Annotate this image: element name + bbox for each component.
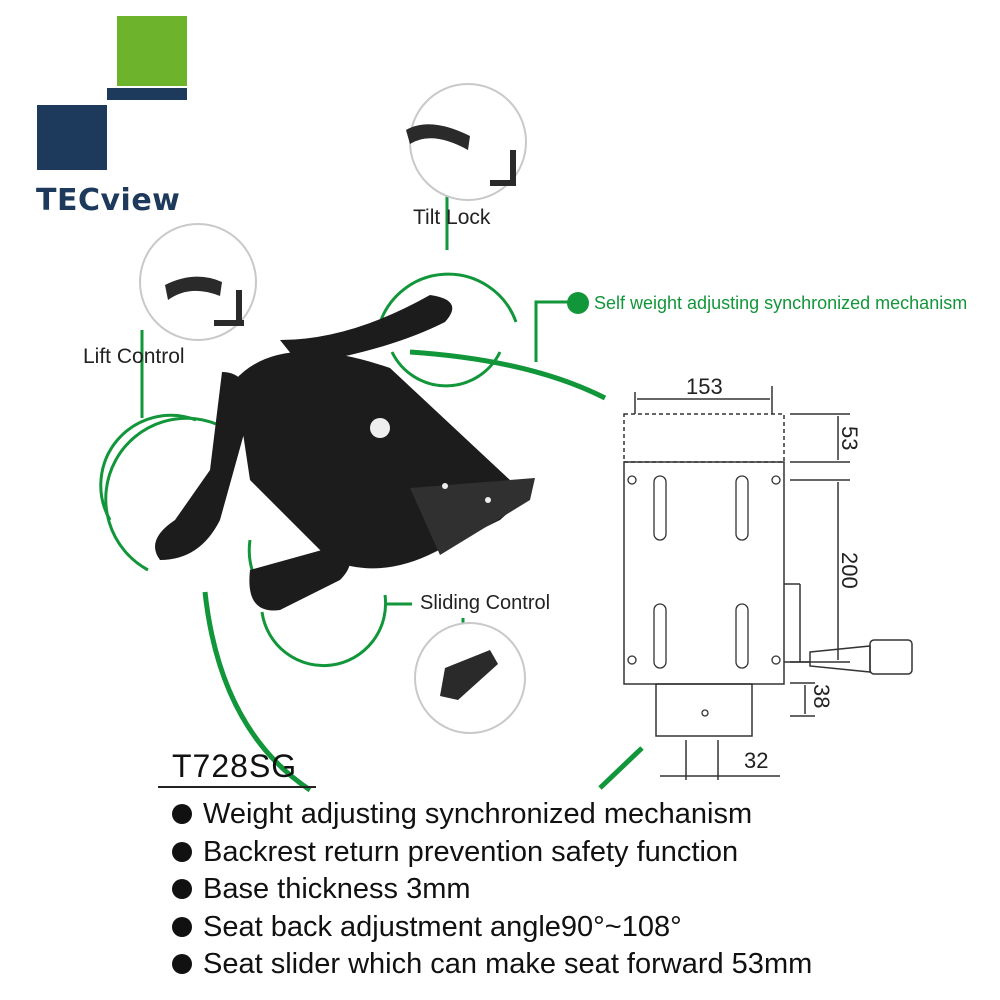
dim-hole-spacing: 200 <box>837 552 862 589</box>
bullet-icon <box>172 879 192 899</box>
lift-control-label: Lift Control <box>83 345 185 368</box>
model-underline <box>158 786 316 788</box>
bullet-icon <box>172 916 192 937</box>
feature-item: Seat back adjustment angle90°~108° <box>172 909 812 947</box>
bullet-icon <box>172 841 192 862</box>
feature-list: Weight adjusting synchronized mechanism … <box>172 796 812 984</box>
mechanism-part <box>155 295 535 611</box>
bullet-icon <box>172 954 192 974</box>
feature-item: Base thickness 3mm <box>172 871 812 909</box>
dim-base-width: 32 <box>744 748 769 773</box>
brand-name: TECview <box>36 183 181 218</box>
mechanism-bullet-icon <box>567 292 589 314</box>
dim-height-lower: 38 <box>809 684 834 709</box>
dim-width-top: 153 <box>686 374 723 399</box>
sliding-control-label: Sliding Control <box>420 592 551 614</box>
bullet-icon <box>172 804 192 824</box>
mechanism-label: Self weight adjusting synchronized mecha… <box>594 293 968 313</box>
tecview-logo-icon <box>37 16 187 170</box>
model-number: T728SG <box>172 748 298 784</box>
feature-item: Seat slider which can make seat forward … <box>172 946 812 984</box>
feature-item: Weight adjusting synchronized mechanism <box>172 796 812 834</box>
feature-item: Backrest return prevention safety functi… <box>172 834 812 872</box>
tilt-lock-label: Tilt Lock <box>413 206 491 229</box>
dim-slide: 53 <box>837 426 862 451</box>
